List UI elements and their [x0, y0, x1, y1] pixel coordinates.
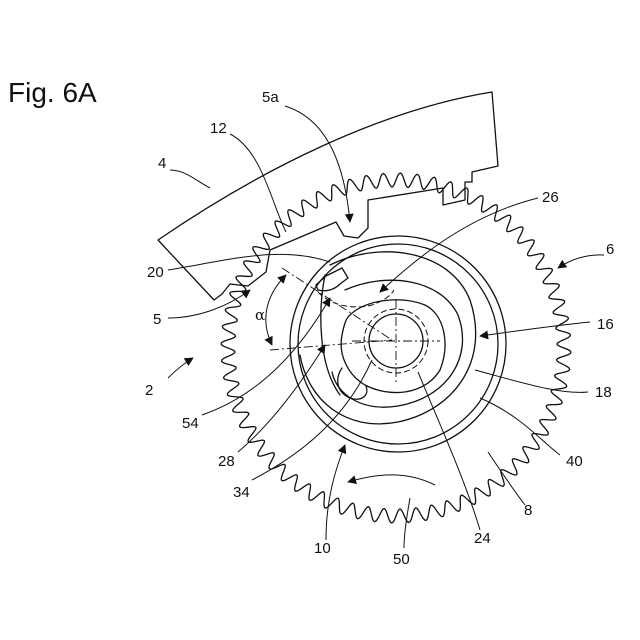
- reference-line: [270, 340, 392, 350]
- gear-wheel-8: [221, 173, 571, 523]
- leader-18: [475, 370, 588, 392]
- label-8: 8: [524, 502, 532, 519]
- leader-4: [170, 170, 210, 188]
- label-34: 34: [233, 484, 250, 501]
- leader-20: [168, 254, 330, 270]
- label-5: 5: [153, 311, 161, 328]
- label-6: 6: [606, 241, 614, 258]
- label-24: 24: [474, 530, 491, 547]
- inner-ring-18: [298, 244, 498, 444]
- leader-40: [480, 398, 560, 455]
- label-18: 18: [595, 384, 612, 401]
- label-26: 26: [542, 189, 559, 206]
- label-50: 50: [393, 551, 410, 568]
- leader-12: [230, 134, 286, 232]
- label-5a: 5a: [262, 89, 279, 106]
- rotation-arrow: [348, 475, 435, 485]
- label-10: 10: [314, 540, 331, 557]
- label-2: 2: [145, 382, 153, 399]
- spiral-groove-left: [321, 275, 340, 395]
- label-16: 16: [597, 316, 614, 333]
- spiral-groove-outer: [300, 252, 476, 424]
- label-20: 20: [147, 264, 164, 281]
- angle-alpha-arrow: [266, 275, 286, 345]
- label-4: 4: [158, 155, 166, 172]
- figure-title: Fig. 6A: [8, 77, 97, 108]
- angle-alpha-label: α: [255, 306, 265, 324]
- leader-10: [326, 445, 345, 540]
- label-40: 40: [566, 453, 583, 470]
- sector-4: [158, 92, 498, 300]
- leader-6: [558, 255, 604, 268]
- label-54: 54: [182, 415, 199, 432]
- label-12: 12: [210, 120, 227, 137]
- leader-26: [380, 198, 538, 292]
- leader-2: [168, 358, 193, 378]
- pawl-54: [316, 268, 348, 291]
- label-28: 28: [218, 453, 235, 470]
